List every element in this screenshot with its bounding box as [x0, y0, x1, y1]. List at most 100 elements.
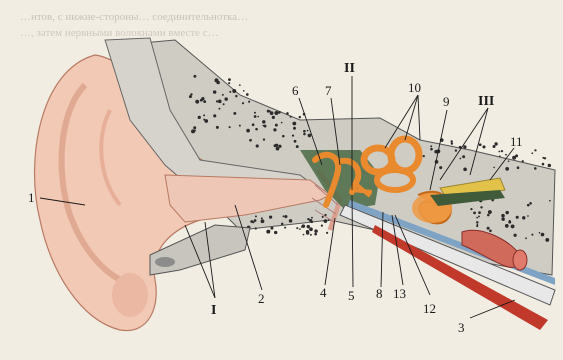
bone-speckle	[549, 200, 551, 202]
bone-speckle	[204, 119, 208, 123]
bone-speckle	[290, 116, 292, 118]
bone-speckle	[229, 126, 231, 128]
cartilage-notch	[155, 257, 175, 267]
bone-speckle	[246, 129, 250, 133]
bone-speckle	[276, 147, 280, 151]
bone-speckle	[292, 122, 296, 126]
bone-speckle	[235, 95, 237, 97]
label-roman-II: II	[344, 61, 355, 76]
bone-speckle	[286, 112, 289, 115]
bone-speckle	[522, 160, 524, 162]
bone-speckle	[542, 157, 544, 159]
bone-speckle	[228, 78, 231, 81]
vessel-opening	[513, 250, 527, 270]
bone-speckle	[262, 120, 265, 123]
bone-speckle	[455, 149, 457, 151]
bone-speckle	[480, 206, 482, 208]
label-10: 10	[408, 80, 421, 95]
bone-speckle	[522, 216, 525, 219]
bone-speckle	[326, 232, 328, 234]
bone-speckle	[314, 233, 317, 236]
bone-speckle	[193, 75, 196, 78]
bone-speckle	[470, 208, 472, 210]
bone-speckle	[473, 211, 476, 214]
bone-speckle	[218, 100, 222, 104]
bone-speckle	[273, 128, 276, 131]
bone-speckle	[534, 149, 536, 151]
label-2: 2	[258, 291, 265, 306]
bone-speckle	[423, 155, 425, 157]
bone-speckle	[218, 108, 220, 110]
bone-speckle	[493, 145, 496, 148]
bone-speckle	[243, 90, 245, 92]
bone-speckle	[257, 116, 259, 118]
bone-speckle	[274, 111, 278, 115]
bone-speckle	[310, 234, 312, 236]
bone-speckle	[216, 126, 219, 129]
bone-speckle	[189, 95, 192, 98]
bone-speckle	[505, 167, 509, 171]
bone-speckle	[321, 225, 323, 227]
bone-speckle	[269, 215, 272, 218]
bone-speckle	[308, 135, 310, 137]
bone-speckle	[311, 217, 313, 219]
label-6: 6	[292, 83, 299, 98]
bone-speckle	[299, 116, 301, 118]
bone-speckle	[246, 93, 249, 96]
bone-speckle	[439, 166, 442, 169]
bone-speckle	[239, 84, 241, 86]
bone-speckle	[505, 224, 509, 228]
bone-speckle	[303, 234, 305, 236]
bone-speckle	[328, 219, 330, 221]
bone-speckle	[501, 150, 503, 152]
lead-10c	[418, 95, 420, 140]
bone-speckle	[430, 148, 433, 151]
bone-speckle	[229, 91, 231, 93]
bone-speckle	[307, 130, 309, 132]
bone-speckle	[195, 100, 199, 104]
label-12: 12	[423, 301, 436, 316]
bone-speckle	[224, 97, 227, 100]
bone-speckle	[541, 233, 545, 237]
bone-speckle	[203, 114, 205, 116]
bone-speckle	[539, 232, 541, 234]
bone-speckle	[478, 211, 481, 214]
label-7: 7	[325, 83, 332, 98]
bone-speckle	[487, 227, 490, 230]
bone-speckle	[314, 229, 318, 233]
bone-speckle	[232, 89, 236, 93]
bone-speckle	[284, 215, 287, 218]
label-roman-I: I	[211, 303, 216, 318]
bone-speckle	[274, 144, 277, 147]
bone-speckle	[527, 215, 529, 217]
bone-speckle	[223, 103, 225, 105]
bone-speckle	[493, 167, 495, 169]
bone-speckle	[278, 111, 280, 113]
bone-speckle	[299, 228, 301, 230]
bone-speckle	[430, 145, 432, 147]
bone-speckle	[501, 214, 505, 218]
bone-speckle	[213, 90, 216, 93]
bone-speckle	[542, 163, 545, 166]
bone-speckle	[515, 154, 518, 157]
bone-speckle	[203, 100, 206, 103]
bone-speckle	[233, 112, 236, 115]
bone-speckle	[529, 202, 532, 205]
bone-speckle	[525, 237, 527, 239]
bone-speckle	[289, 219, 293, 223]
bone-speckle	[281, 122, 283, 124]
bone-speckle	[463, 145, 466, 148]
bone-speckle	[451, 142, 453, 144]
bone-speckle	[494, 142, 497, 145]
bone-speckle	[534, 167, 537, 170]
bone-speckle	[266, 230, 270, 234]
bone-speckle	[459, 158, 461, 160]
bone-speckle	[531, 234, 533, 236]
bone-speckle	[482, 145, 485, 148]
label-roman-III: III	[478, 94, 494, 109]
bone-speckle	[307, 225, 310, 228]
bone-speckle	[248, 101, 250, 103]
bone-speckle	[284, 227, 286, 229]
